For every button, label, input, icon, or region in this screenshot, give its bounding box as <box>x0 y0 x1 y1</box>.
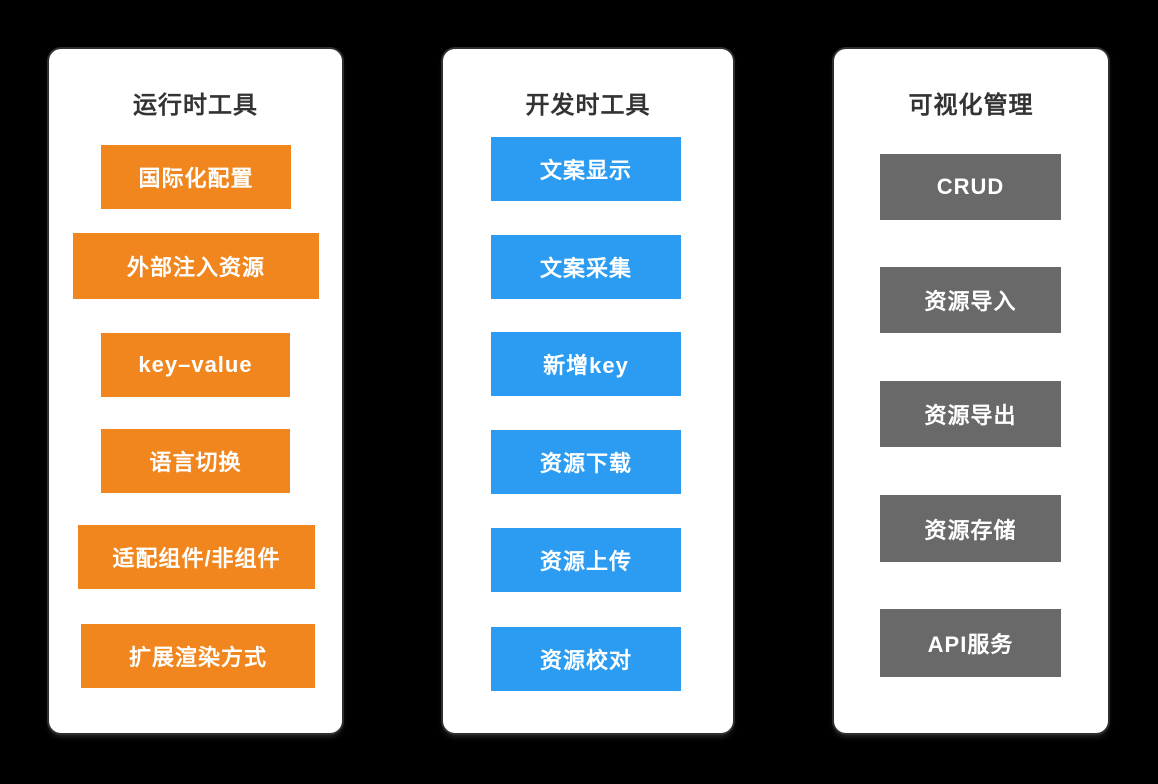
feature-box-resource-download: 资源下载 <box>491 430 681 494</box>
feature-box-adapt-component: 适配组件/非组件 <box>78 525 315 589</box>
feature-box-crud: CRUD <box>880 154 1061 220</box>
feature-box-text-collect: 文案采集 <box>491 235 681 299</box>
feature-box-extend-render: 扩展渲染方式 <box>81 624 315 688</box>
visual-management-card: 可视化管理 CRUD 资源导入 资源导出 资源存储 API服务 <box>834 49 1108 733</box>
devtime-tools-card: 开发时工具 文案显示 文案采集 新增key 资源下载 资源上传 资源校对 <box>443 49 733 733</box>
feature-box-language-switch: 语言切换 <box>101 429 290 493</box>
runtime-tools-title: 运行时工具 <box>133 92 258 119</box>
runtime-tools-card: 运行时工具 国际化配置 外部注入资源 key–value 语言切换 适配组件/非… <box>49 49 342 733</box>
devtime-tools-title: 开发时工具 <box>525 92 651 119</box>
feature-box-i18n-config: 国际化配置 <box>101 145 291 209</box>
feature-box-api-service: API服务 <box>880 609 1061 677</box>
feature-box-resource-upload: 资源上传 <box>491 528 681 592</box>
feature-box-key-value: key–value <box>101 333 290 397</box>
feature-box-resource-storage: 资源存储 <box>880 495 1061 562</box>
visual-management-title: 可视化管理 <box>908 92 1034 119</box>
feature-box-resource-import: 资源导入 <box>880 267 1061 333</box>
feature-box-text-display: 文案显示 <box>491 137 681 201</box>
feature-box-resource-export: 资源导出 <box>880 381 1061 447</box>
feature-box-resource-proofread: 资源校对 <box>491 627 681 691</box>
feature-box-add-key: 新增key <box>491 332 681 396</box>
feature-box-external-inject: 外部注入资源 <box>73 233 319 299</box>
